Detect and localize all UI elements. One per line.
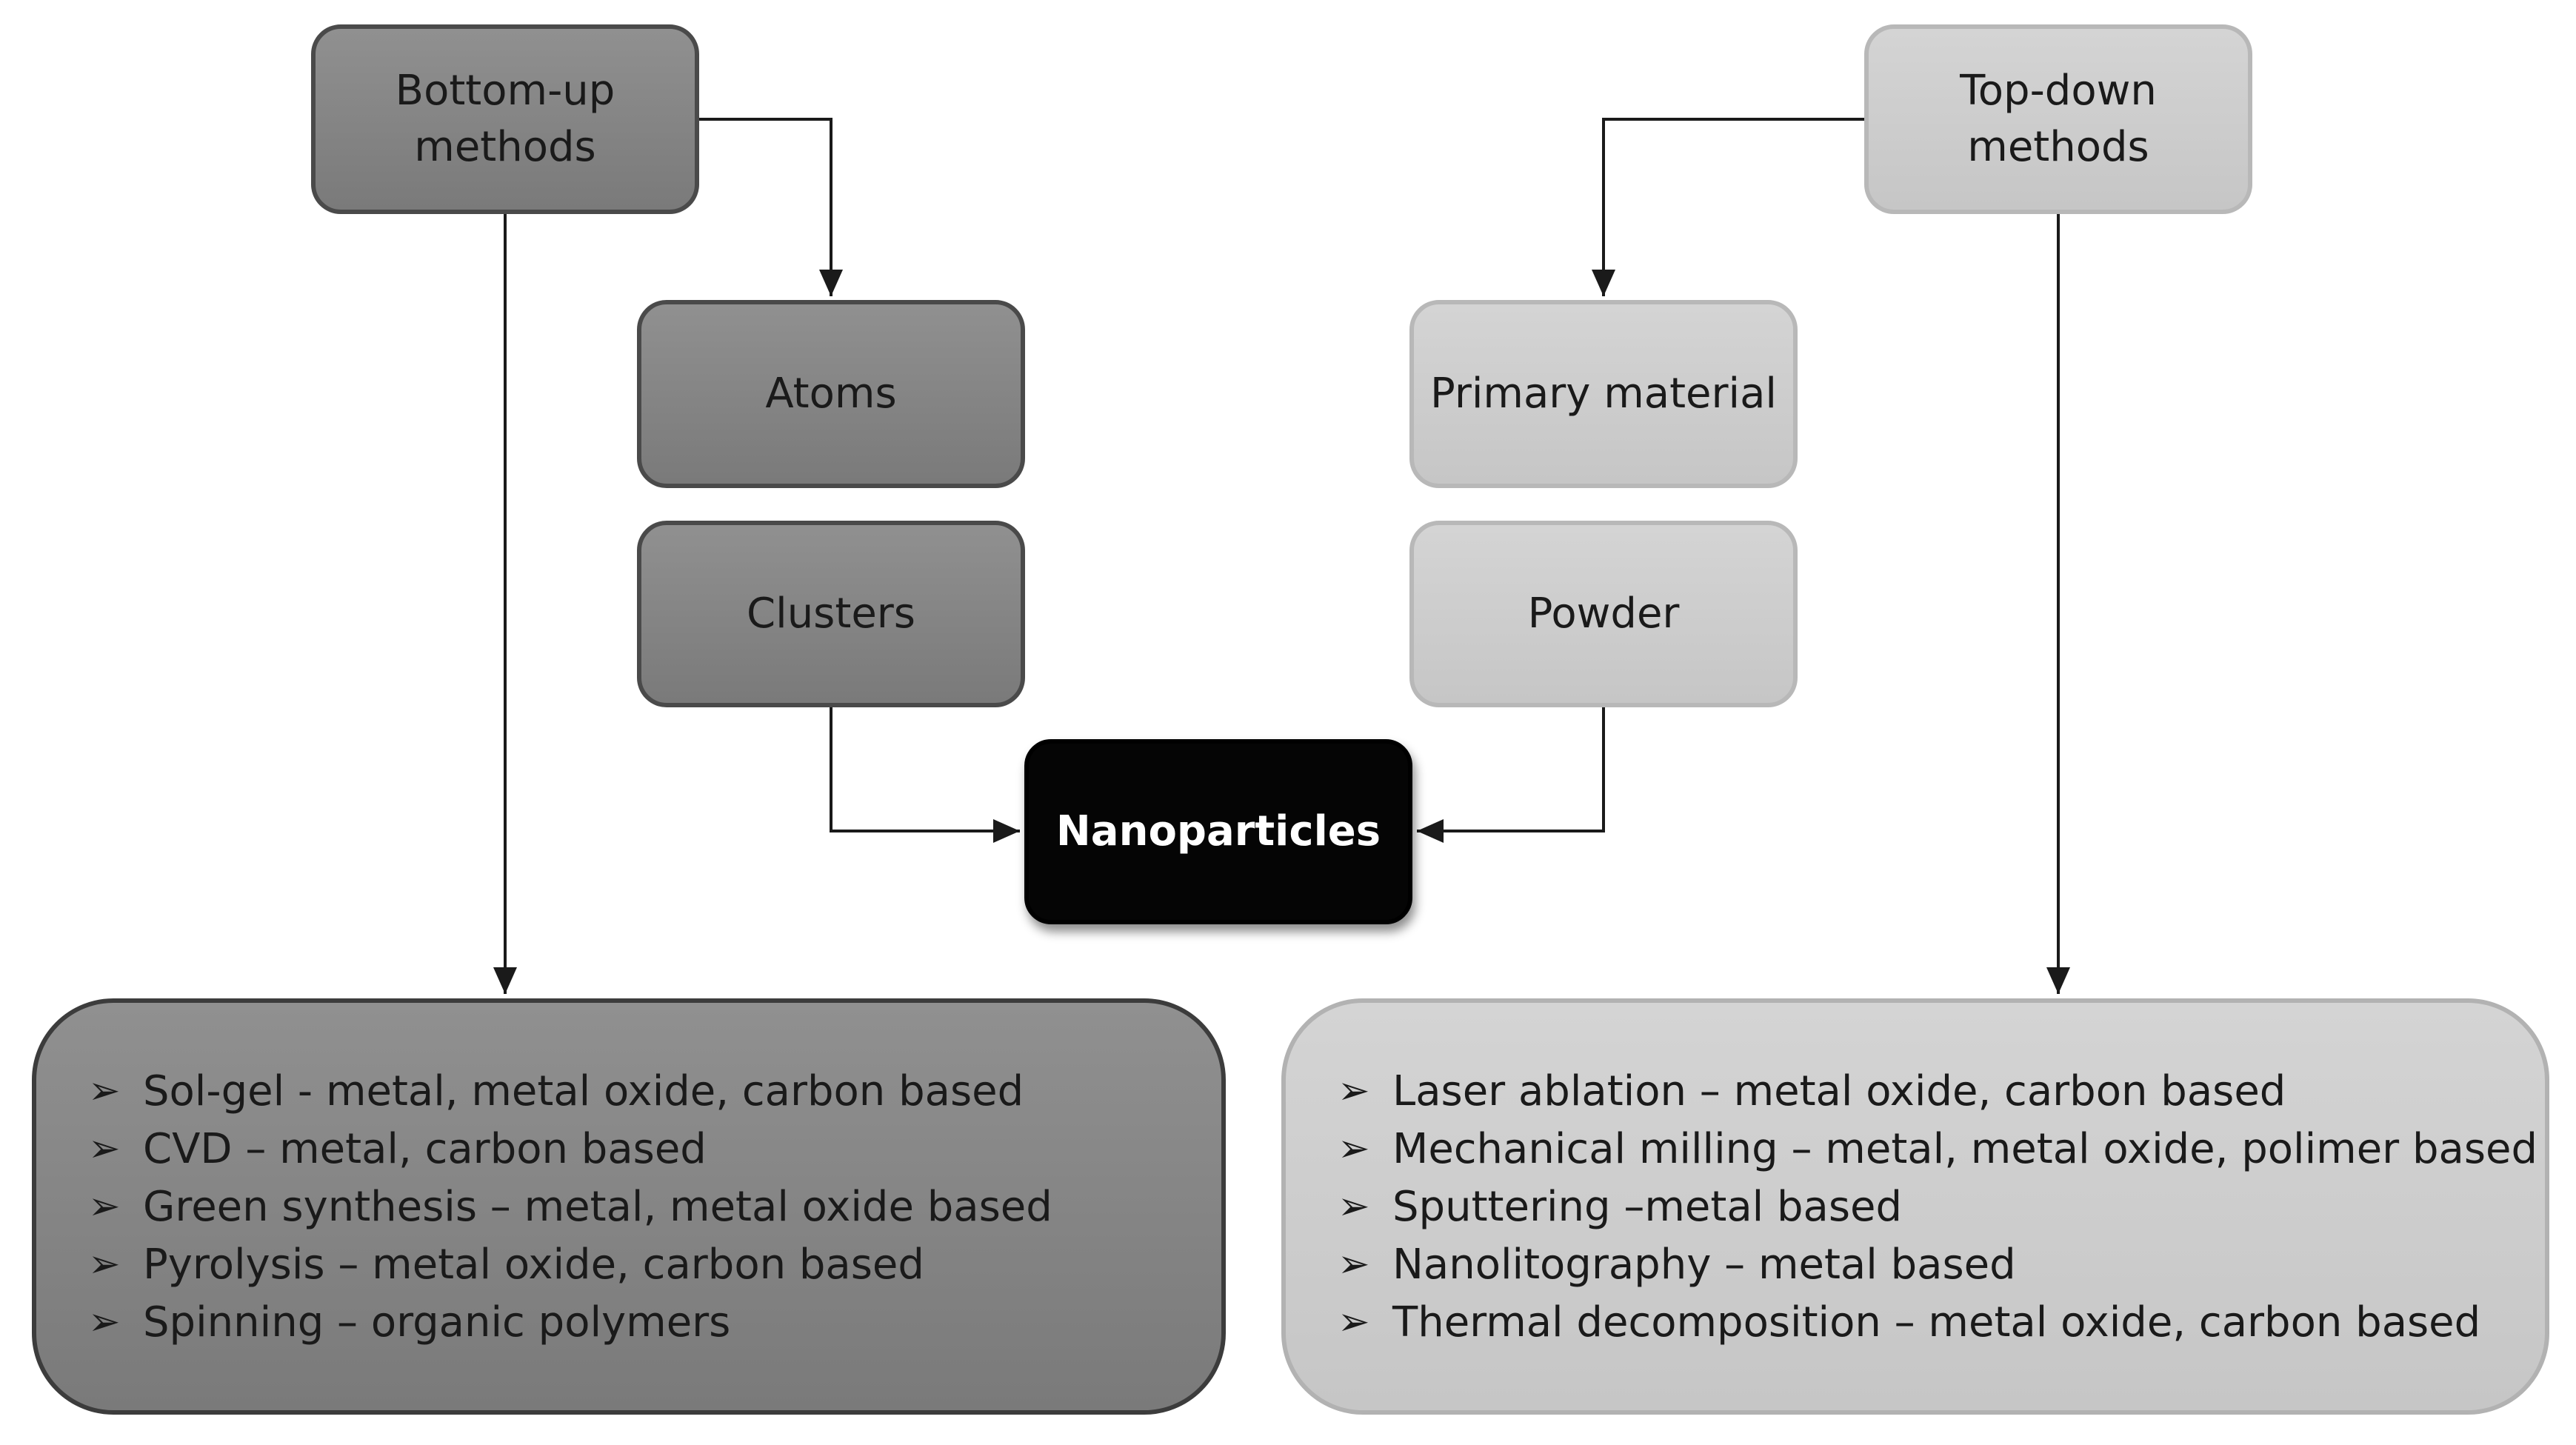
list-item: ➢ Sputtering –metal based	[1338, 1178, 2545, 1235]
list-item: ➢ Thermal decomposition – metal oxide, ca…	[1338, 1293, 2545, 1351]
method-text: Nanolitography – metal based	[1392, 1240, 2016, 1289]
bullet-arrow-icon: ➢	[88, 1069, 121, 1113]
arrow-top-down-to-primary	[1592, 118, 1864, 296]
top-down-methods-label: Top-down methods	[1960, 67, 2157, 171]
bullet-arrow-icon: ➢	[88, 1127, 121, 1171]
primary-material-label: Primary material	[1430, 370, 1777, 418]
bottom-up-methods-list: ➢ Sol-gel - metal, metal oxide, carbon ba…	[32, 998, 1226, 1415]
top-down-methods-node: Top-down methods	[1864, 24, 2252, 214]
clusters-label: Clusters	[747, 590, 915, 638]
clusters-node: Clusters	[637, 521, 1025, 707]
bullet-arrow-icon: ➢	[1338, 1127, 1370, 1171]
list-item: ➢ Sol-gel - metal, metal oxide, carbon ba…	[88, 1062, 1221, 1120]
bullet-arrow-icon: ➢	[88, 1242, 121, 1287]
bottom-up-methods-node: Bottom-up methods	[311, 24, 699, 214]
atoms-label: Atoms	[765, 370, 897, 418]
method-text: Laser ablation – metal oxide, carbon bas…	[1392, 1067, 2286, 1115]
list-item: ➢ Spinning – organic polymers	[88, 1293, 1221, 1351]
method-text: CVD – metal, carbon based	[143, 1124, 707, 1173]
arrow-clusters-to-nanoparticles	[830, 707, 1020, 843]
bullet-arrow-icon: ➢	[1338, 1300, 1370, 1344]
bullet-arrow-icon: ➢	[1338, 1242, 1370, 1287]
bullet-arrow-icon: ➢	[88, 1300, 121, 1344]
bullet-arrow-icon: ➢	[88, 1184, 121, 1229]
method-text: Pyrolysis – metal oxide, carbon based	[143, 1240, 924, 1289]
method-text: Sol-gel - metal, metal oxide, carbon bas…	[143, 1067, 1024, 1115]
nanoparticles-label: Nanoparticles	[1055, 807, 1381, 856]
primary-material-node: Primary material	[1409, 300, 1798, 488]
nanoparticles-node: Nanoparticles	[1024, 739, 1412, 924]
method-text: Green synthesis – metal, metal oxide bas…	[143, 1182, 1052, 1231]
list-item: ➢ Green synthesis – metal, metal oxide ba…	[88, 1178, 1221, 1235]
arrow-powder-to-nanoparticles	[1417, 707, 1605, 843]
list-item: ➢ Nanolitography – metal based	[1338, 1235, 2545, 1293]
list-item: ➢ Laser ablation – metal oxide, carbon ba…	[1338, 1062, 2545, 1120]
method-text: Spinning – organic polymers	[143, 1298, 731, 1346]
list-item: ➢ CVD – metal, carbon based	[88, 1120, 1221, 1178]
bullet-arrow-icon: ➢	[1338, 1184, 1370, 1229]
list-item: ➢ Pyrolysis – metal oxide, carbon based	[88, 1235, 1221, 1293]
atoms-node: Atoms	[637, 300, 1025, 488]
arrow-bottom-up-to-atoms	[699, 118, 843, 296]
method-text: Sputtering –metal based	[1392, 1182, 1903, 1231]
top-down-methods-list: ➢ Laser ablation – metal oxide, carbon ba…	[1281, 998, 2549, 1415]
powder-label: Powder	[1527, 590, 1680, 638]
bullet-arrow-icon: ➢	[1338, 1069, 1370, 1113]
powder-node: Powder	[1409, 521, 1798, 707]
list-item: ➢ Mechanical milling – metal, metal oxide…	[1338, 1120, 2545, 1178]
bottom-up-methods-label: Bottom-up methods	[395, 67, 615, 171]
method-text: Mechanical milling – metal, metal oxide,…	[1392, 1124, 2538, 1173]
method-text: Thermal decomposition – metal oxide, car…	[1392, 1298, 2481, 1346]
